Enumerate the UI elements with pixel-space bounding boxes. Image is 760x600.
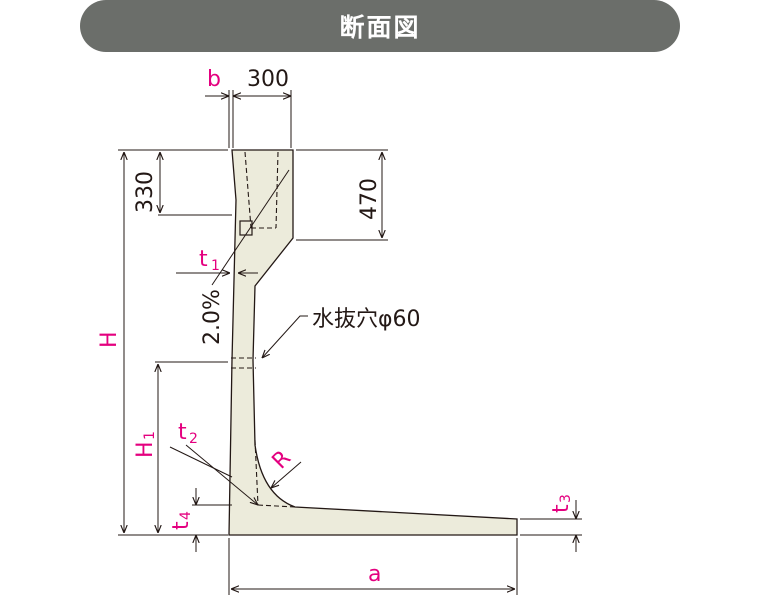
extension-lines [118, 90, 582, 595]
label-t2-sub: 2 [189, 431, 198, 447]
label-H1: H [133, 441, 158, 458]
label-top-width: 300 [247, 67, 289, 92]
label-a: a [368, 562, 381, 587]
label-t4: t [169, 521, 194, 530]
label-470: 470 [357, 178, 382, 220]
label-drain-hole: 水抜穴φ60 [312, 307, 421, 332]
dimension-lines [124, 96, 576, 589]
label-t3-sub: 3 [558, 494, 574, 503]
title-bar: 断面図 [80, 0, 680, 52]
label-slope: 2.0% [200, 289, 225, 345]
label-b: b [207, 67, 221, 92]
leader-line [211, 169, 290, 286]
label-t1: t [199, 247, 208, 272]
label-t3: t [549, 504, 574, 513]
hidden-lines [231, 151, 296, 508]
label-H1-sub: 1 [142, 431, 158, 440]
label-t4-sub: 4 [178, 511, 194, 520]
label-t2: t [178, 420, 187, 445]
label-H: H [97, 331, 122, 348]
label-t1-sub: 1 [211, 258, 220, 274]
label-330: 330 [133, 171, 158, 213]
page-title: 断面図 [339, 13, 421, 42]
